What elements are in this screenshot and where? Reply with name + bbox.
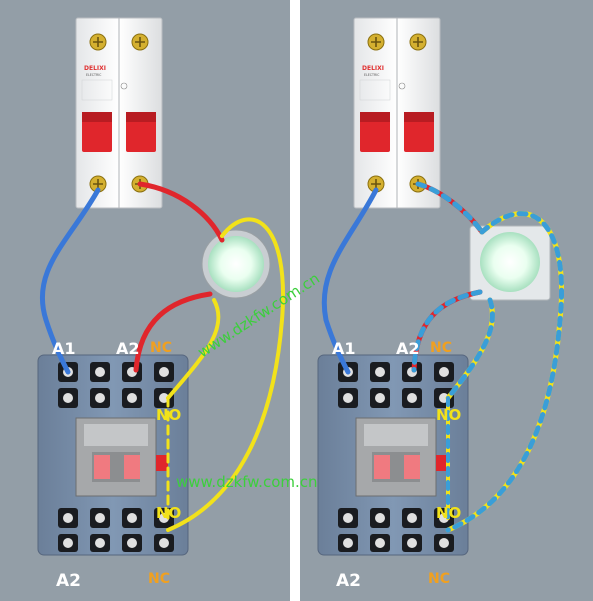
label-nc-bottom: NC	[148, 571, 170, 587]
label-nc-top: NC	[150, 340, 172, 356]
label-a2-bottom: A2	[56, 571, 81, 591]
label-a2-bottom: A2	[336, 571, 361, 591]
label-no-lower: NO	[436, 504, 461, 522]
yellow-blue-wire	[445, 211, 564, 533]
right-circuit-breaker: DELIXI ELECTRIC	[353, 17, 441, 209]
yellow-blue-wire	[445, 297, 495, 401]
red-wire	[133, 291, 213, 373]
right-contactor	[317, 354, 469, 556]
left-contactor	[37, 354, 189, 556]
label-nc-top: NC	[430, 340, 452, 356]
right-indicator-lamp	[469, 225, 551, 301]
left-circuit-breaker: DELIXI ELECTRIC	[75, 17, 163, 209]
red-blue-wire	[411, 289, 483, 373]
label-no-upper: NO	[156, 406, 181, 424]
label-nc-bottom: NC	[428, 571, 450, 587]
yellow-wire	[166, 217, 286, 532]
label-no-lower: NO	[156, 504, 181, 522]
breaker-brand: DELIXI	[84, 65, 106, 72]
label-no-upper: NO	[436, 406, 461, 424]
red-wire	[137, 181, 225, 243]
label-a1: A1	[52, 339, 76, 358]
label-a2-top: A2	[396, 339, 420, 358]
breaker-sub: ELECTRIC	[86, 73, 102, 77]
left-indicator-lamp	[201, 229, 271, 299]
label-a2-top: A2	[116, 339, 140, 358]
left-wires	[39, 181, 286, 532]
label-a1: A1	[332, 339, 356, 358]
blue-wire	[39, 187, 101, 375]
blue-wire	[321, 187, 379, 375]
breaker-sub: ELECTRIC	[364, 73, 380, 77]
breaker-brand: DELIXI	[362, 65, 384, 72]
red-blue-wire	[415, 181, 485, 235]
yellow-wire	[166, 298, 221, 400]
right-wires	[321, 181, 564, 533]
watermark-horizontal: www.dzkfw.com.cn	[176, 473, 318, 491]
